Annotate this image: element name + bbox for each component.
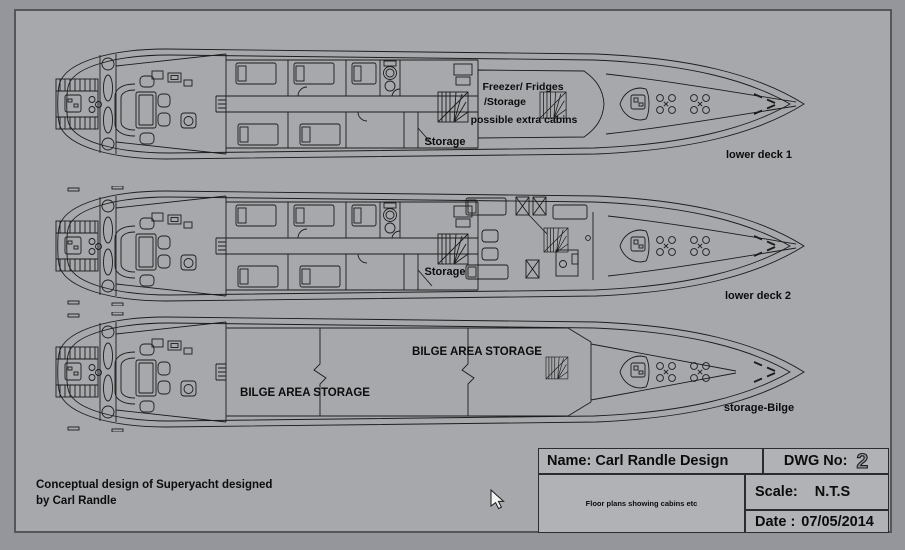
freezer-label-line1: Freezer/ Fridges (482, 81, 564, 93)
title-block-date-cell: Date : 07/05/2014 (745, 510, 889, 533)
spiral-stair-icon (545, 356, 569, 380)
date-label: Date : (755, 513, 796, 530)
bilge-area-label-fwd: BILGE AREA STORAGE (412, 346, 542, 358)
dwg-label: DWG No: (783, 453, 848, 469)
deck-plan-lower-deck-1 (48, 44, 808, 164)
scale-label: Scale: (755, 484, 798, 500)
title-block-scale-cell: Scale: N.T.S (745, 474, 889, 510)
spiral-stair-icon (437, 91, 469, 123)
deck-name-lower-deck-1: lower deck 1 (725, 149, 793, 161)
date-value: 07/05/2014 (801, 513, 874, 530)
hull-outline (56, 317, 804, 427)
forward-cabins (465, 196, 594, 280)
footer-note: Conceptual design of Superyacht designed… (36, 477, 272, 509)
spiral-stair-icon (437, 233, 469, 265)
bilge-hold (226, 327, 737, 417)
freezer-label-line3: possible extra cabins (470, 114, 578, 126)
description-text: Floor plans showing cabins etc (585, 499, 698, 508)
dwg-number: 2 (856, 449, 869, 473)
hull-outline (56, 191, 804, 301)
title-block: Name: Carl Randle Design DWG No: 2 Floor… (538, 448, 889, 533)
scale-value: N.T.S (814, 484, 851, 500)
deck-name-lower-deck-2: lower deck 2 (724, 290, 792, 302)
forepeak-lines (605, 73, 797, 135)
title-block-dwg-cell: DWG No: 2 (763, 448, 889, 474)
name-value: Name: Carl Randle Design (547, 453, 729, 469)
storage-label-deck1: Storage (424, 136, 466, 148)
freezer-room (477, 69, 605, 139)
deck-plan-storage-bilge (48, 312, 808, 432)
cabin-layout (225, 59, 479, 149)
footer-note-line2: by Carl Randle (36, 495, 117, 507)
mouse-cursor (490, 489, 505, 510)
storage-label-deck2: Storage (424, 266, 466, 278)
deck-plan-lower-deck-2 (48, 186, 808, 306)
forepeak-lines (607, 215, 797, 277)
title-block-name-cell: Name: Carl Randle Design (538, 448, 763, 474)
deck-name-storage-bilge: storage-Bilge (723, 402, 795, 414)
title-block-description-cell: Floor plans showing cabins etc (538, 474, 745, 533)
freezer-label-line2: /Storage (483, 96, 527, 108)
bilge-area-label-aft: BILGE AREA STORAGE (240, 387, 370, 399)
footer-note-line1: Conceptual design of Superyacht designed (36, 479, 273, 491)
spiral-stair-icon (543, 227, 569, 253)
